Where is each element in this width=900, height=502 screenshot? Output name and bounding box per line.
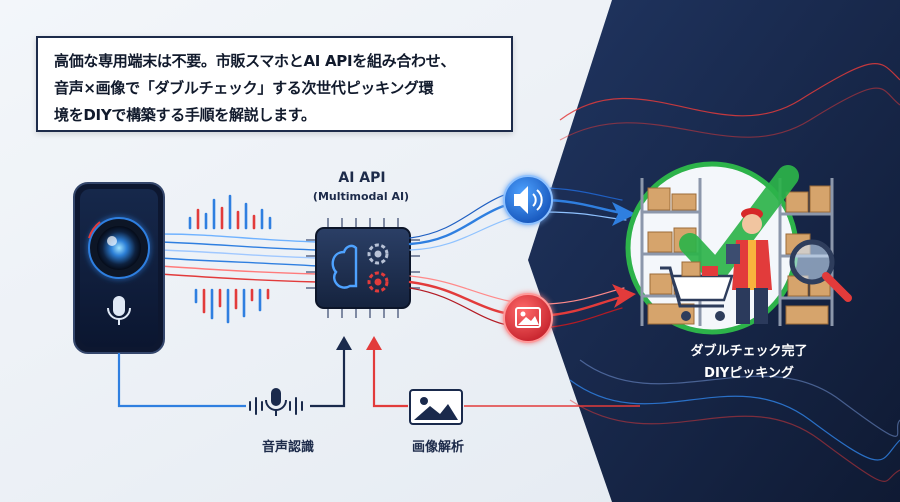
microphone-icon xyxy=(107,296,131,325)
shopping-cart-icon xyxy=(660,261,734,321)
api-subtitle: (Multimodal AI) xyxy=(312,190,410,203)
warehouse-worker-icon xyxy=(726,208,772,324)
image-arrow-head xyxy=(366,336,382,350)
image-analysis-label: 画像解析 xyxy=(411,440,464,455)
image-icon xyxy=(409,389,463,425)
image-icon xyxy=(503,293,553,343)
smartphone-icon xyxy=(73,182,165,354)
voice-recognition-label: 音声認識 xyxy=(261,440,314,455)
speaker-icon xyxy=(503,175,553,225)
voice-to-chip-line xyxy=(310,342,346,408)
phone-to-voice-line xyxy=(117,353,246,408)
blue-arrow-head xyxy=(612,202,636,226)
api-title: AI API xyxy=(338,170,386,186)
image-to-chip-line xyxy=(372,342,408,408)
data-streams-to-chip xyxy=(159,233,319,283)
voice-arrow-head xyxy=(336,336,352,350)
audio-wave-bars-bottom xyxy=(194,288,270,324)
warehouse-scene xyxy=(625,161,852,335)
result-label-line2: DIYピッキング xyxy=(704,366,794,381)
red-arrow-head xyxy=(612,284,636,308)
intro-callout: 高価な専用端末は不要。市販スマホとAI APIを組み合わせ、 音声×画像で「ダブ… xyxy=(36,36,513,132)
audio-wave-bars-top xyxy=(188,194,272,230)
microphone-icon xyxy=(249,388,303,416)
callout-line-3: 境をDIYで構築する手順を解説します。 xyxy=(54,106,316,124)
callout-line-1: 高価な専用端末は不要。市販スマホとAI APIを組み合わせ、 xyxy=(54,52,456,70)
ai-chip-icon xyxy=(306,218,420,318)
result-label-line1: ダブルチェック完了 xyxy=(690,344,808,359)
callout-line-2: 音声×画像で「ダブルチェック」する次世代ピッキング環 xyxy=(54,79,434,97)
decorative-waves xyxy=(559,63,900,482)
magnifier-icon xyxy=(789,239,852,302)
